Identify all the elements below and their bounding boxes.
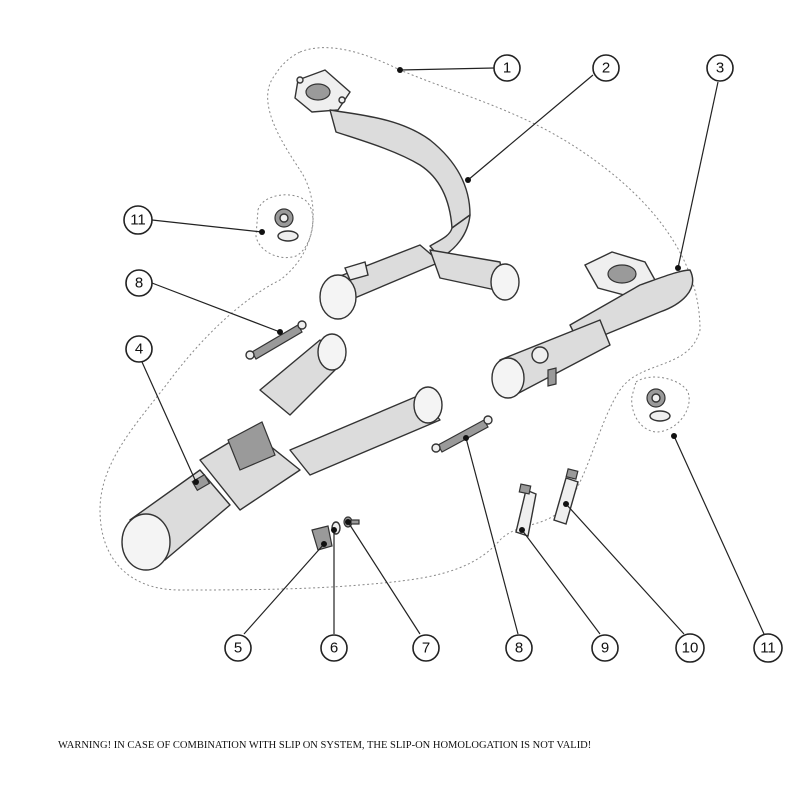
callout-11-left: 11 xyxy=(123,205,153,235)
kit-outline xyxy=(99,47,701,591)
collector-4 xyxy=(121,333,443,571)
callout-8-lower-label: 8 xyxy=(515,640,523,657)
paste-tube-10 xyxy=(553,468,579,525)
callout-9: 9 xyxy=(591,634,619,662)
bung-nut-11-left xyxy=(274,208,299,242)
callout-11-right: 11 xyxy=(753,633,783,663)
callout-2: 2 xyxy=(592,54,620,82)
paste-tube-9 xyxy=(515,483,537,537)
spring-8-upper xyxy=(245,320,307,360)
callout-4: 4 xyxy=(125,335,153,363)
callout-2-label: 2 xyxy=(602,60,610,77)
callout-3-label: 3 xyxy=(716,60,724,77)
bung-nut-11-right xyxy=(646,388,671,422)
header-pipe-3 xyxy=(491,251,694,399)
callout-10-label: 10 xyxy=(682,640,699,657)
callout-8-lower: 8 xyxy=(505,634,533,662)
callout-3: 3 xyxy=(706,54,734,82)
callout-7: 7 xyxy=(412,634,440,662)
kit-outline-small-11-right xyxy=(631,376,690,433)
callout-8-upper: 8 xyxy=(125,269,153,297)
callout-9-label: 9 xyxy=(601,640,609,657)
kit-outline-small-11-left xyxy=(255,194,314,258)
callout-1-label: 1 xyxy=(503,60,511,77)
callout-10: 10 xyxy=(675,633,705,663)
callout-11-left-label: 11 xyxy=(130,212,146,229)
callout-1: 1 xyxy=(493,54,521,82)
callout-7-label: 7 xyxy=(422,640,430,657)
spring-8-lower xyxy=(431,415,493,453)
callout-5: 5 xyxy=(224,634,252,662)
header-pipe-2 xyxy=(294,69,520,320)
callout-5-label: 5 xyxy=(234,640,242,657)
homologation-warning: WARNING! IN CASE OF COMBINATION WITH SLI… xyxy=(58,740,592,751)
leader-lines xyxy=(141,67,765,635)
callout-6-label: 6 xyxy=(330,640,338,657)
callout-4-label: 4 xyxy=(135,341,143,358)
callout-6: 6 xyxy=(320,634,348,662)
callout-8-upper-label: 8 xyxy=(135,275,143,292)
callout-11-right-label: 11 xyxy=(760,640,776,657)
